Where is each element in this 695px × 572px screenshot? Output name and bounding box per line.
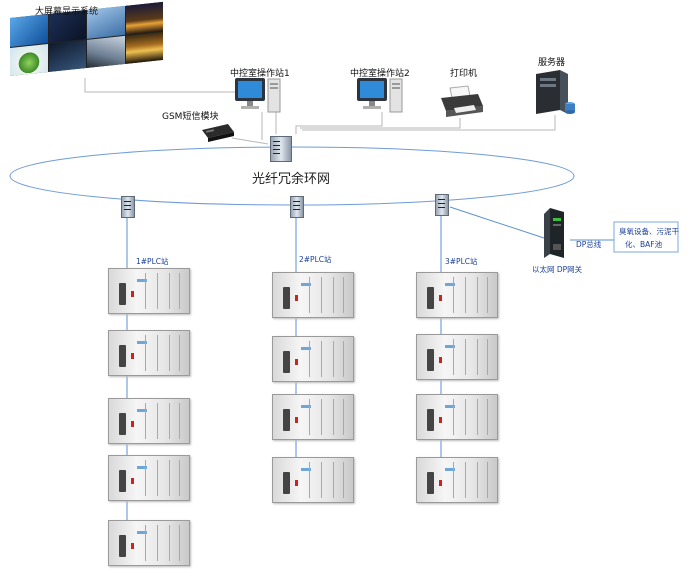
- station2-label: 中控室操作站2: [350, 69, 410, 79]
- network-switch-icon: [290, 196, 304, 218]
- plc1-label: 1#PLC站: [136, 257, 169, 266]
- link-printer: [300, 118, 461, 129]
- gateway-label: 以太网 DP网关: [532, 265, 583, 274]
- link-server: [302, 115, 556, 131]
- desktop-computer-icon: [235, 78, 281, 113]
- plc-rack-icon: [272, 394, 354, 440]
- plc-rack-icon: [108, 520, 190, 566]
- plc-rack-icon: [416, 394, 498, 440]
- dp-bus-label: DP总线: [576, 240, 602, 249]
- ring-label: 光纤冗余环网: [252, 172, 331, 187]
- gsm-modem-icon: [202, 124, 234, 142]
- link-videowall: [84, 78, 258, 93]
- plc-rack-icon: [416, 334, 498, 380]
- plc-rack-icon: [108, 330, 190, 376]
- server-tower-icon: [536, 70, 575, 114]
- plc3-label: 3#PLC站: [445, 257, 478, 266]
- network-switch-icon: [435, 194, 449, 216]
- plc-rack-icon: [272, 272, 354, 318]
- network-switch-icon: [121, 196, 135, 218]
- equipment-label-2: 化、BAF池: [625, 240, 663, 249]
- video-wall-label: 大屏幕显示系统: [35, 7, 99, 17]
- station1-label: 中控室操作站1: [230, 69, 290, 79]
- equipment-box: [613, 221, 679, 253]
- printer-label: 打印机: [450, 69, 478, 79]
- link-gateway: [449, 206, 551, 241]
- link-station2: [295, 112, 383, 134]
- plc-rack-icon: [272, 457, 354, 503]
- plc2-label: 2#PLC站: [299, 255, 332, 264]
- plc-rack-icon: [416, 457, 498, 503]
- printer-icon: [441, 85, 483, 117]
- plc-rack-icon: [108, 455, 190, 501]
- equipment-label-1: 臭氧设备、污泥干: [619, 227, 679, 236]
- plc-rack-icon: [272, 336, 354, 382]
- desktop-computer-icon: [357, 78, 403, 113]
- network-switch-icon: [270, 136, 292, 162]
- plc-rack-icon: [416, 272, 498, 318]
- gsm-label: GSM短信模块: [162, 112, 219, 122]
- plc-rack-icon: [108, 268, 190, 314]
- server-label: 服务器: [538, 58, 566, 68]
- dp-gateway-icon: [544, 208, 564, 258]
- plc-rack-icon: [108, 398, 190, 444]
- link-gsm: [231, 137, 269, 145]
